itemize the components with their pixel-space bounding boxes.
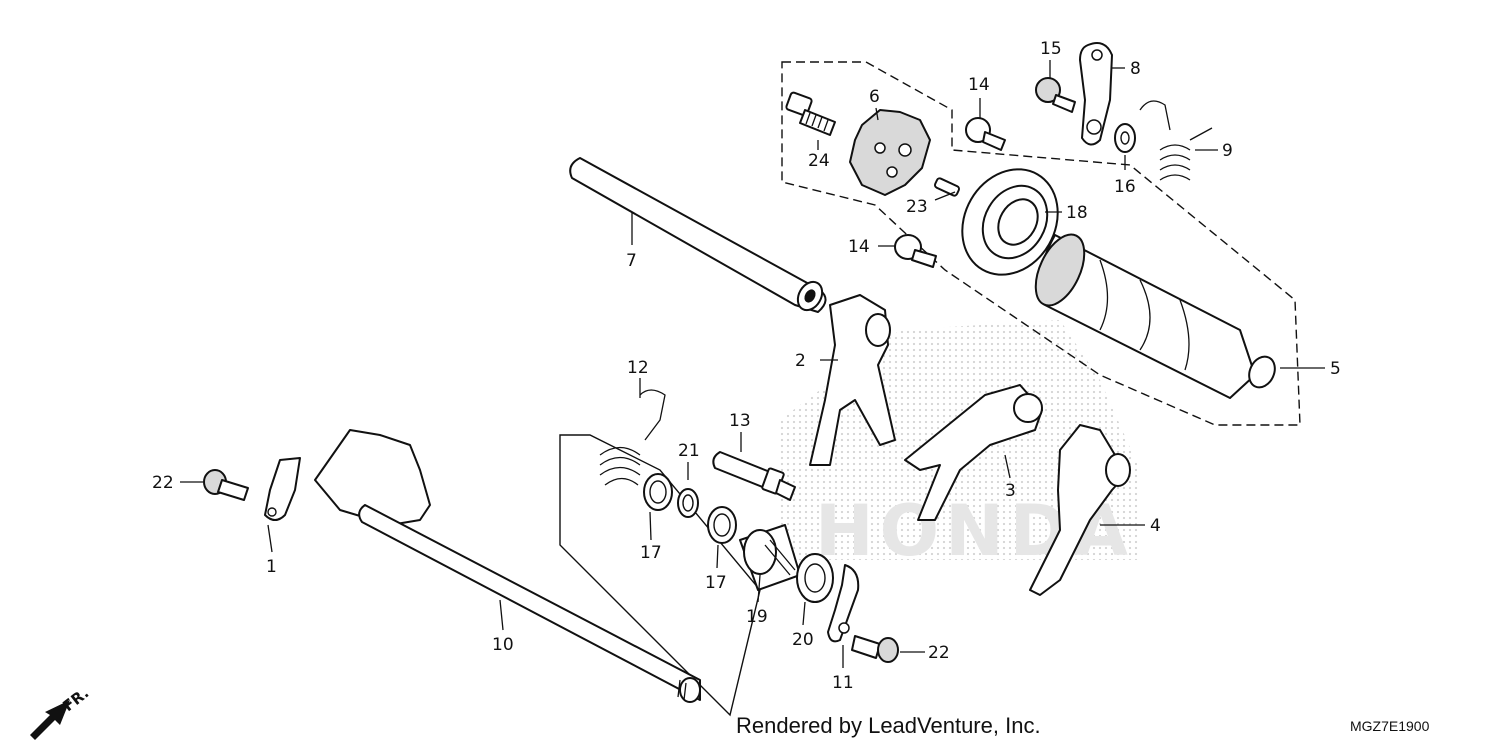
callout-2: 2 [795,351,806,371]
callout-15: 15 [1040,39,1062,59]
return-spring-9 [1139,100,1213,181]
bolt-14-upper [965,117,1006,151]
shift-fork-2 [809,294,896,466]
callout-4: 4 [1150,516,1161,536]
bearing-18 [961,168,1059,276]
washer-17-upper [643,473,673,511]
front-direction-arrow: FR. [30,684,92,740]
callout-19: 19 [746,607,768,627]
snap-ring-21 [677,488,699,518]
bolt-22-right [851,635,899,663]
footer-credit: Rendered by LeadVenture, Inc. [736,713,1041,738]
callout-22-right: 22 [928,643,950,663]
callout-12: 12 [627,358,649,378]
bolt-22-left [203,469,249,501]
callout-9: 9 [1222,141,1233,161]
callout-20: 20 [792,630,814,650]
plate-1 [264,457,301,521]
callout-17-lower: 17 [705,573,727,593]
callout-18: 18 [1066,203,1088,223]
bolt-24 [785,91,836,136]
washer-17-lower [707,506,737,544]
callout-7: 7 [626,251,637,271]
callout-8: 8 [1130,59,1141,79]
callout-22-left: 22 [152,473,174,493]
shift-fork-3 [904,384,1043,521]
gearshift-spindle [314,429,701,703]
callout-14-lower: 14 [848,237,870,257]
callout-1: 1 [266,557,277,577]
bolt-14-lower [894,234,937,268]
shift-fork-4 [1029,424,1131,596]
callout-13: 13 [729,411,751,431]
guide-plate-11 [827,564,860,643]
return-spring-12 [599,389,666,486]
oil-seal-20 [796,553,834,603]
callout-5: 5 [1330,359,1341,379]
washer-16 [1114,123,1136,153]
bolt-15 [1035,77,1076,113]
stopper-arm [1079,42,1113,146]
callout-21: 21 [678,441,700,461]
callout-11: 11 [832,673,854,693]
diagram-code: MGZ7E1900 [1350,718,1430,734]
callouts: 1 2 3 4 5 6 7 8 9 10 11 12 13 14 14 15 1… [152,39,1341,693]
needle-bearing-19 [739,524,801,591]
callout-23: 23 [906,197,928,217]
callout-3: 3 [1005,481,1016,501]
callout-16: 16 [1114,177,1136,197]
shift-drum-center [849,109,931,196]
leader-lines [180,60,1325,668]
shift-fork-shaft [569,157,827,313]
callout-17-upper: 17 [640,543,662,563]
callout-6: 6 [869,87,880,107]
pin-23 [933,177,961,197]
callout-14-upper: 14 [968,75,990,95]
callout-24: 24 [808,151,830,171]
callout-10: 10 [492,635,514,655]
pin-bolt-13 [712,451,796,501]
drum-assembly-outline [781,61,1301,426]
shift-drum [1034,233,1276,399]
